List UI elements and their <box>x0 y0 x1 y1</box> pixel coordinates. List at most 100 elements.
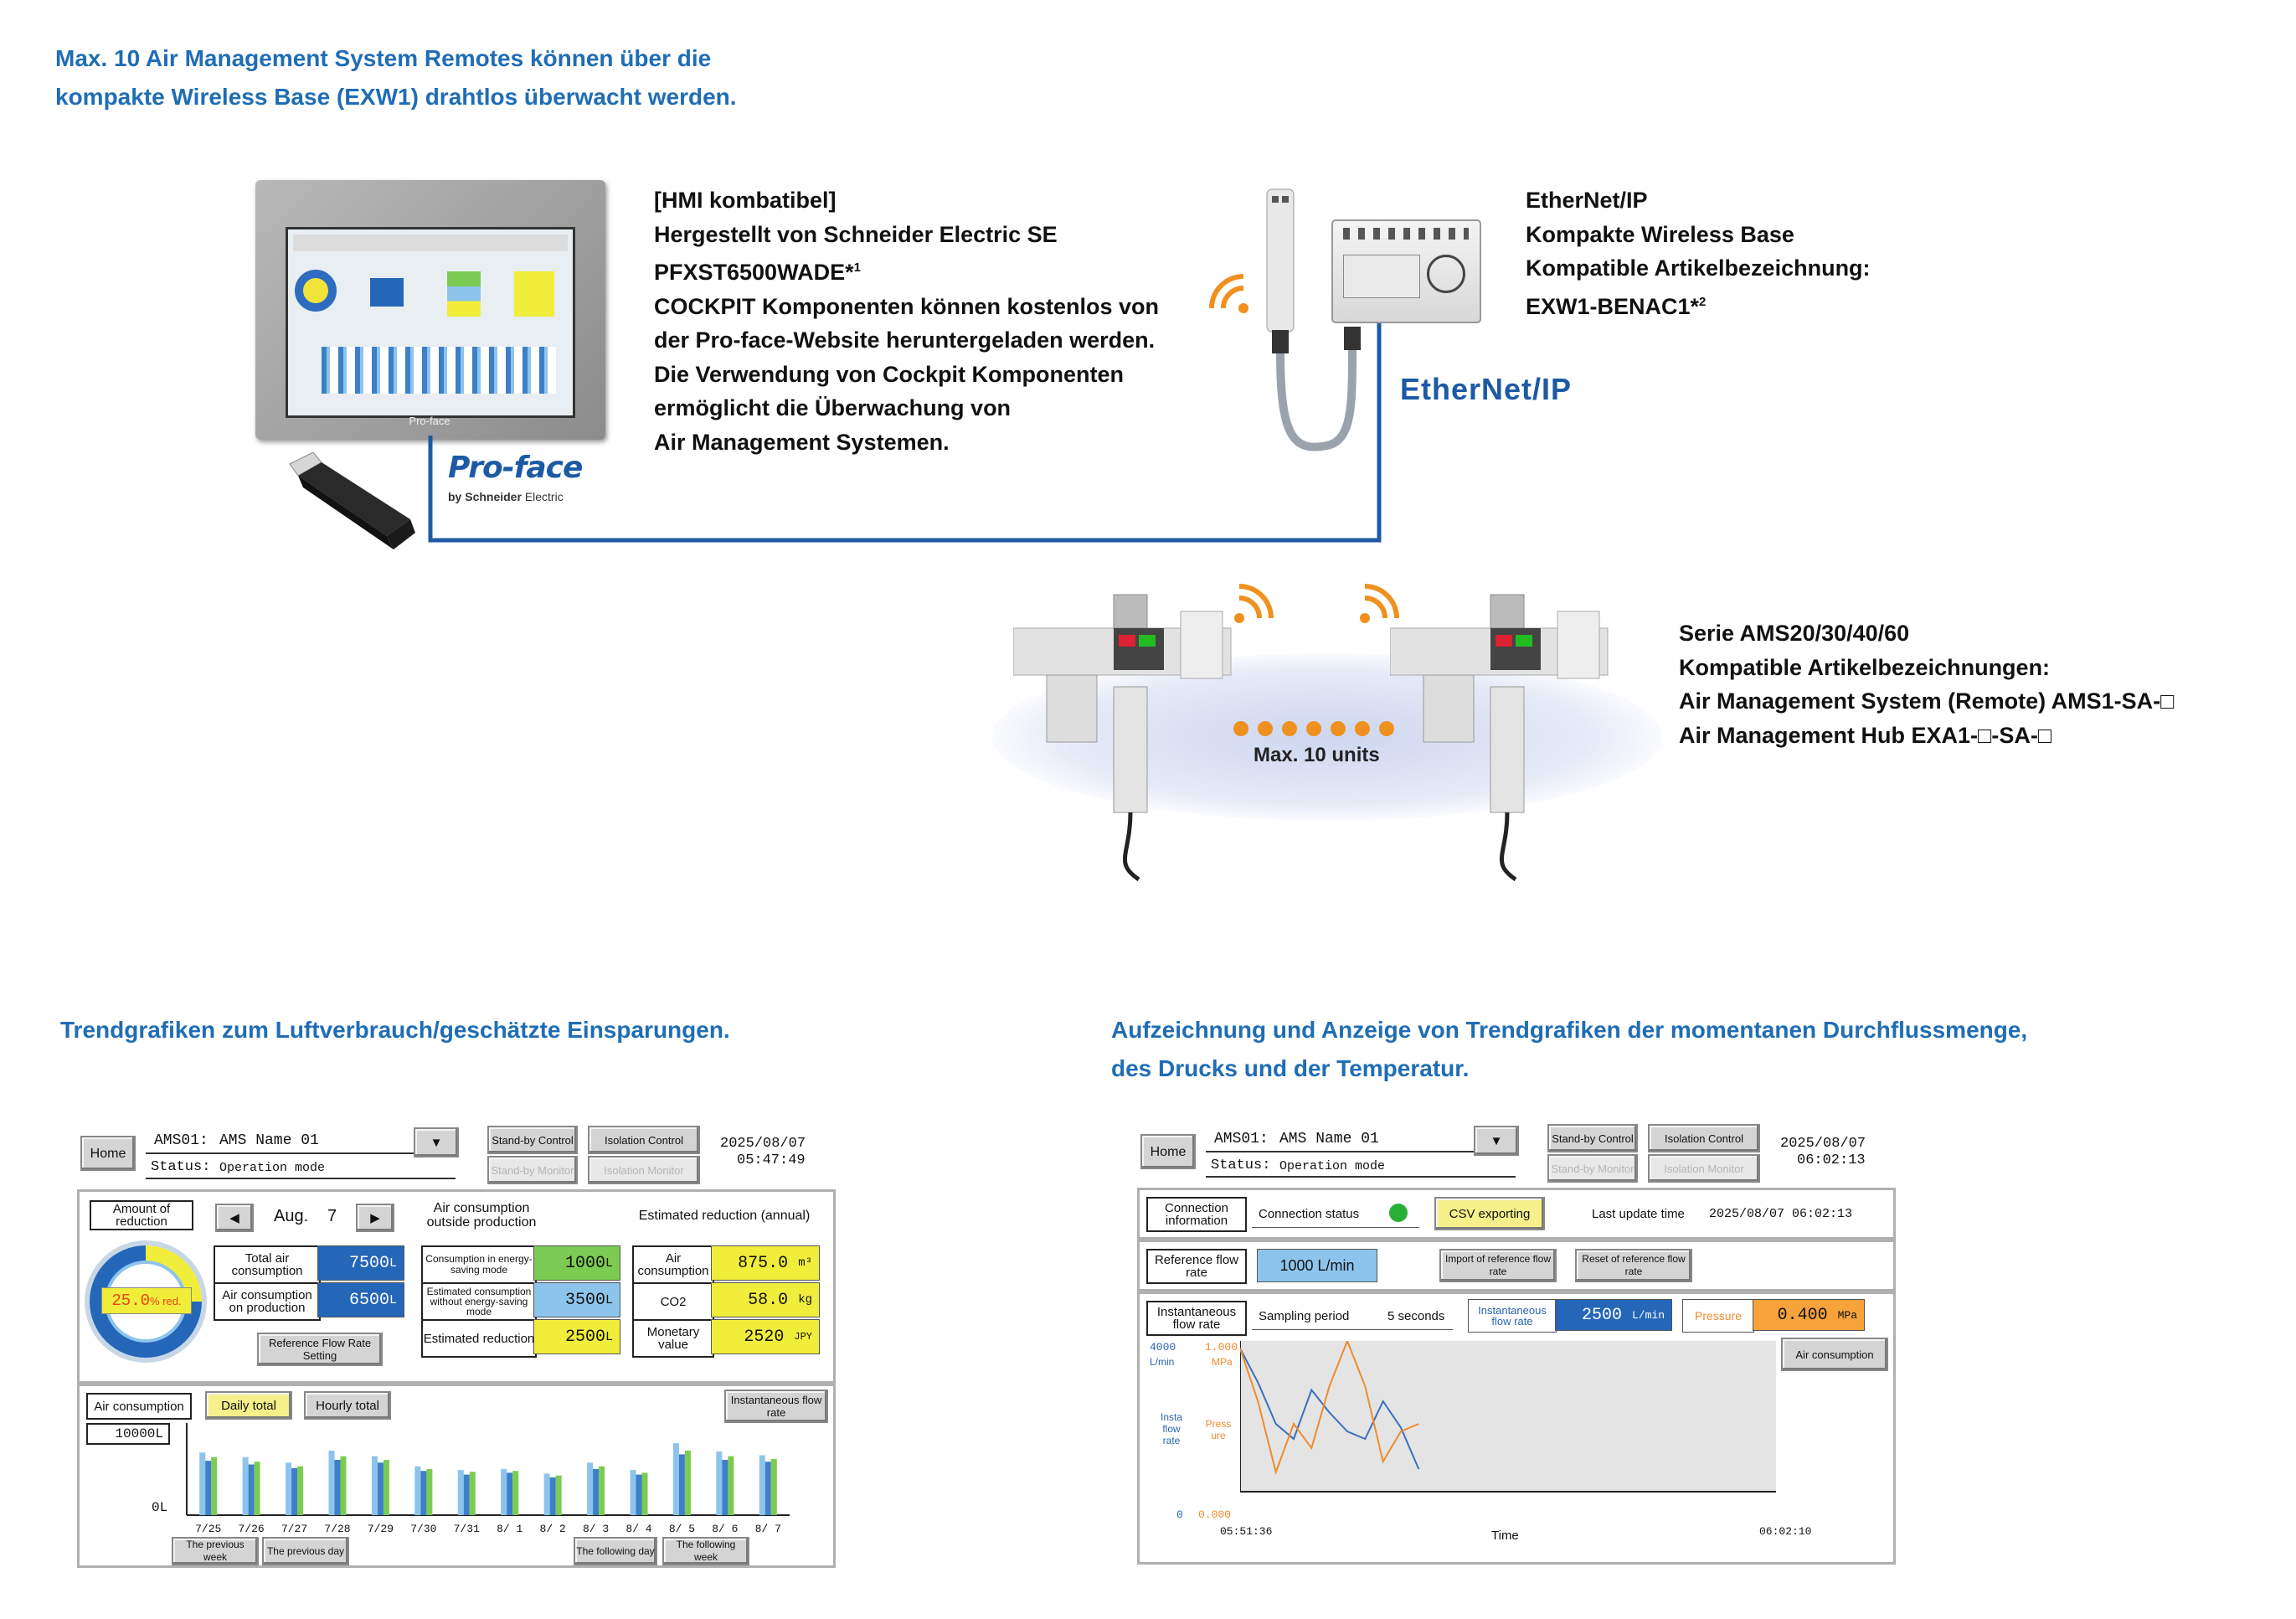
time-display: 05:47:49 <box>737 1152 806 1168</box>
ams-name: AMS Name 01 <box>219 1132 319 1149</box>
x-tick-label: 7/30 <box>410 1523 436 1535</box>
x-tick-label: 8/ 2 <box>540 1523 566 1535</box>
x-tick-label: 8/ 4 <box>625 1523 651 1535</box>
wifi-icon <box>1234 584 1274 623</box>
bar <box>334 1460 341 1515</box>
ams-glow-background <box>992 653 1662 821</box>
daily-chart-panel: Air consumption Daily total Hourly total… <box>77 1384 836 1568</box>
wireless-base-device <box>1331 219 1481 323</box>
prev-day-button[interactable]: The previous day <box>262 1537 349 1565</box>
section-left-heading: Trendgrafiken zum Luftverbrauch/geschätz… <box>60 1017 730 1043</box>
ethernetip-logo: EtherNet/IP <box>1400 372 1573 406</box>
ams-unit-left <box>1013 594 1232 882</box>
prev-month-button[interactable]: ◀ <box>215 1204 254 1232</box>
daily-total-button[interactable]: Daily total <box>205 1391 292 1420</box>
date-display: 2025/08/07 <box>1780 1136 1866 1152</box>
plot-area <box>1240 1341 1776 1492</box>
y2-unit: MPa <box>1212 1356 1233 1368</box>
bar <box>463 1474 470 1515</box>
bar <box>722 1460 728 1515</box>
bar <box>549 1477 556 1515</box>
home-button[interactable]: Home <box>80 1136 136 1171</box>
next-day-button[interactable]: The following day <box>574 1537 657 1565</box>
home-button[interactable]: Home <box>1140 1134 1196 1169</box>
csv-exporting-button[interactable]: CSV exporting <box>1434 1197 1545 1230</box>
bar <box>286 1462 292 1515</box>
bar <box>469 1472 476 1515</box>
x-end-label: 06:02:10 <box>1759 1525 1812 1538</box>
instantaneous-flow-button[interactable]: Instantaneous flow rate <box>724 1390 828 1423</box>
sampling-period-value: 5 seconds <box>1387 1309 1445 1323</box>
reference-flow-rate-label: Reference flow rate <box>1146 1249 1247 1284</box>
instantaneous-value: 2500 L/min <box>1555 1299 1672 1331</box>
date-display: 2025/08/07 <box>720 1136 806 1152</box>
bar <box>420 1471 427 1515</box>
x-tick-label: 7/28 <box>324 1523 350 1535</box>
x-tick-label: 7/29 <box>368 1523 394 1535</box>
section-right-heading: Aufzeichnung und Anzeige von Trendgrafik… <box>1111 1017 2028 1081</box>
month-label: Aug. <box>274 1207 309 1225</box>
top-heading: Max. 10 Air Management System Remotes kö… <box>55 45 737 110</box>
next-month-button[interactable]: ▶ <box>356 1204 394 1232</box>
bar <box>248 1464 255 1515</box>
bar <box>328 1451 335 1515</box>
amount-of-reduction-label: Amount of reduction <box>90 1200 193 1230</box>
chevron-down-icon: ▼ <box>430 1135 443 1150</box>
bar <box>426 1469 433 1515</box>
estimated-reduction-label: Estimated reduction <box>421 1319 537 1358</box>
monetary-label: Monetary value <box>632 1319 714 1358</box>
ams-id: AMS01: <box>154 1132 208 1149</box>
y2-title: Press ure <box>1205 1418 1232 1441</box>
triangle-right-icon: ▶ <box>370 1210 380 1225</box>
hourly-total-button[interactable]: Hourly total <box>304 1391 391 1420</box>
co2-label: CO2 <box>632 1282 714 1321</box>
standby-monitor-button[interactable]: Stand-by Monitor <box>487 1156 578 1184</box>
hmi-panel-illustration: Pro-face <box>255 180 605 440</box>
isolation-monitor-button[interactable]: Isolation Monitor <box>588 1156 700 1184</box>
connection-status-indicator <box>1389 1204 1408 1222</box>
x-start-label: 05:51:36 <box>1220 1525 1273 1538</box>
bar <box>543 1473 550 1515</box>
prev-week-button[interactable]: The previous week <box>172 1537 259 1565</box>
gauge-value: 25.0 <box>111 1292 151 1310</box>
standby-control-button[interactable]: Stand-by Control <box>487 1126 578 1154</box>
bar <box>770 1458 777 1515</box>
air-consumption-button[interactable]: Air consumption <box>1781 1338 1888 1371</box>
ref-flow-setting-button[interactable]: Reference Flow Rate Setting <box>257 1333 383 1366</box>
standby-monitor-button[interactable]: Stand-by Monitor <box>1547 1154 1638 1183</box>
bar <box>211 1457 218 1515</box>
import-reference-button[interactable]: Import of reference flow rate <box>1439 1249 1557 1282</box>
bar <box>205 1461 212 1515</box>
reset-reference-button[interactable]: Reset of reference flow rate <box>1575 1249 1692 1282</box>
bar <box>764 1462 771 1515</box>
connection-panel: Connection information Connection status… <box>1137 1188 1896 1240</box>
bar <box>414 1466 421 1515</box>
next-week-button[interactable]: The following week <box>662 1537 749 1565</box>
usb-stick-icon <box>289 452 415 549</box>
ams-unit-right <box>1390 594 1609 882</box>
y1-title: Insta flow rate <box>1160 1411 1182 1446</box>
bar <box>291 1467 298 1515</box>
gauge-unit: % red. <box>150 1294 182 1307</box>
bar <box>199 1452 206 1515</box>
status-label: Status: <box>1211 1158 1271 1173</box>
bar <box>593 1469 600 1515</box>
bar <box>371 1456 378 1515</box>
last-update-value: 2025/08/07 06:02:13 <box>1709 1207 1853 1221</box>
ams-dropdown-button[interactable]: ▼ <box>414 1127 459 1158</box>
ams-description: Serie AMS20/30/40/60 Kompatible Artikelb… <box>1679 621 2175 748</box>
isolation-control-button[interactable]: Isolation Control <box>1648 1124 1760 1152</box>
without-energy-saving-label: Estimated consumption without energy-sav… <box>421 1282 537 1321</box>
pressure-value: 0.400 MPa <box>1753 1299 1865 1331</box>
x-tick-label: 7/31 <box>454 1523 480 1535</box>
ams-dropdown-button[interactable]: ▼ <box>1474 1126 1519 1156</box>
isolation-monitor-button[interactable]: Isolation Monitor <box>1648 1154 1760 1183</box>
standby-control-button[interactable]: Stand-by Control <box>1547 1124 1638 1152</box>
bar <box>555 1475 562 1515</box>
series-line <box>1240 1341 1419 1475</box>
isolation-control-button[interactable]: Isolation Control <box>588 1126 700 1154</box>
bar <box>377 1462 384 1515</box>
bar <box>507 1472 513 1515</box>
